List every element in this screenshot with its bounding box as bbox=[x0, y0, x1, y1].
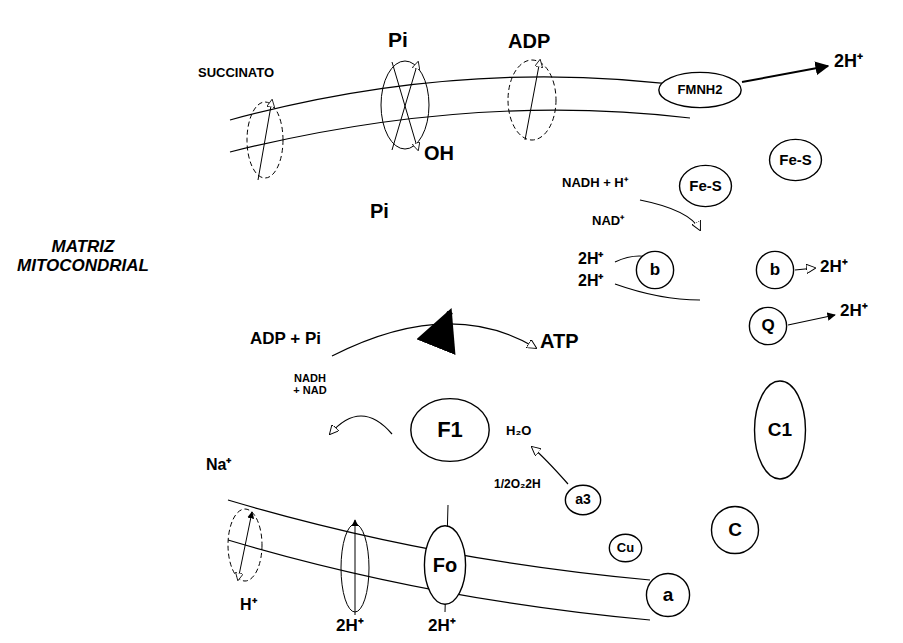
text-label: NADH + H⁺ bbox=[562, 176, 628, 190]
node-label: Fo bbox=[433, 554, 457, 576]
text-label: ADP + Pi bbox=[250, 330, 321, 349]
complex-node: Fo bbox=[424, 525, 466, 605]
node-label: C bbox=[728, 520, 742, 541]
node-label: C1 bbox=[768, 420, 792, 441]
text-label: NADH + NAD bbox=[290, 372, 330, 396]
complex-node: a3 bbox=[565, 485, 601, 515]
text-label: Pi bbox=[370, 200, 389, 222]
node-label: a3 bbox=[575, 492, 591, 507]
node-label: F1 bbox=[437, 418, 463, 442]
node-label: a bbox=[663, 585, 674, 606]
complex-node: Q bbox=[749, 307, 787, 345]
complex-node: FMNH2 bbox=[658, 72, 742, 108]
text-label: 2H⁺ bbox=[428, 617, 456, 636]
text-label: ADP bbox=[508, 30, 550, 52]
complex-node: C bbox=[711, 506, 759, 554]
transporters bbox=[228, 60, 556, 612]
node-label: b bbox=[650, 261, 660, 280]
text-label: SUCCINATO bbox=[198, 66, 274, 80]
text-label: Na⁺ bbox=[206, 456, 231, 474]
node-label: Cu bbox=[617, 541, 634, 555]
complex-node: a bbox=[646, 573, 690, 617]
text-label: 2H⁺ bbox=[578, 250, 603, 268]
reaction-arrows bbox=[330, 66, 835, 484]
text-label: MATRIZ MITOCONDRIAL bbox=[8, 238, 158, 275]
node-label: Q bbox=[761, 317, 774, 336]
text-label: NAD⁺ bbox=[592, 214, 624, 228]
complex-node: b bbox=[756, 251, 794, 289]
text-label: 1/2O₂2H bbox=[494, 478, 541, 491]
node-label: Fe-S bbox=[689, 178, 722, 195]
complex-node: F1 bbox=[410, 398, 490, 462]
complex-node: Fe-S bbox=[679, 165, 732, 207]
text-label: H₂O bbox=[506, 424, 531, 438]
complex-node: b bbox=[636, 251, 674, 289]
complex-node: Cu bbox=[609, 534, 642, 562]
text-label: ATP bbox=[540, 330, 579, 352]
node-label: Fe-S bbox=[779, 152, 812, 169]
node-label: FMNH2 bbox=[678, 83, 723, 97]
text-label: 2H⁺ bbox=[578, 272, 603, 290]
transport-arrows bbox=[238, 60, 540, 615]
text-label: 2H⁺ bbox=[820, 258, 848, 277]
text-label: 2H⁺ bbox=[834, 52, 863, 72]
complex-node: Fe-S bbox=[769, 139, 822, 181]
node-label: b bbox=[770, 261, 780, 280]
text-label: H⁺ bbox=[240, 596, 257, 614]
text-label: Pi bbox=[388, 28, 408, 51]
text-label: 2H⁺ bbox=[840, 302, 868, 321]
complex-node: C1 bbox=[754, 380, 806, 480]
text-label: 2H⁺ bbox=[336, 617, 364, 636]
membrane-lines bbox=[228, 77, 700, 620]
text-label: OH bbox=[424, 142, 454, 164]
